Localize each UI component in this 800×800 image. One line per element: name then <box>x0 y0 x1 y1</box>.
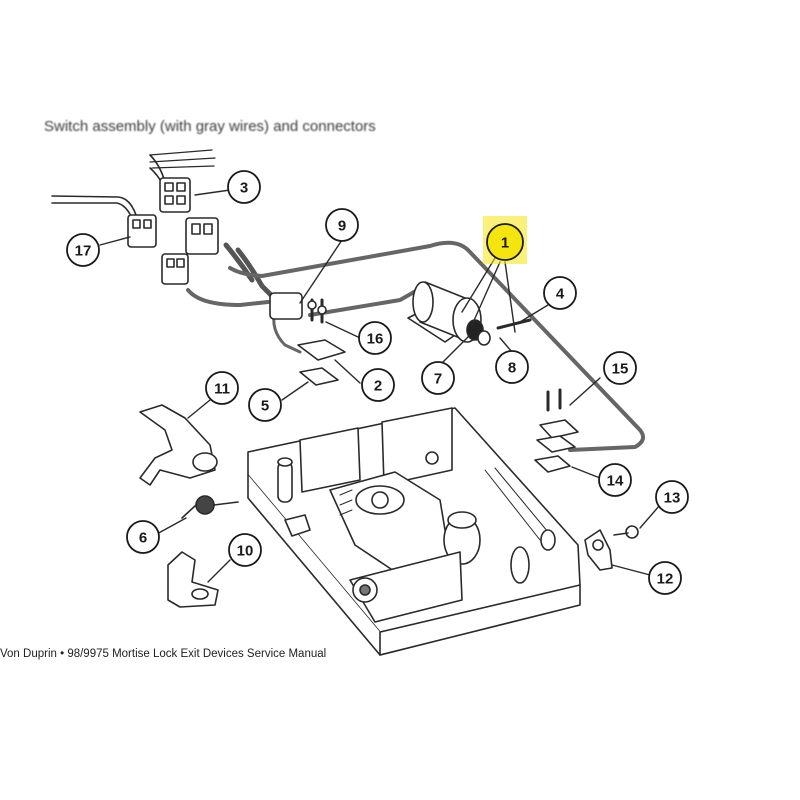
callout-number: 12 <box>657 571 674 588</box>
callout-circle <box>495 350 529 384</box>
connector-3 <box>159 177 191 213</box>
footer-caption: Von Duprin • 98/9975 Mortise Lock Exit D… <box>0 648 327 660</box>
callout-circle <box>598 463 632 497</box>
switch-16-2 <box>297 298 346 361</box>
callout-circle <box>248 388 282 422</box>
callout-circle <box>486 223 524 261</box>
cropped-section-heading: Switch assembly (with gray wires) and co… <box>44 118 376 134</box>
callout-number: 8 <box>508 360 516 377</box>
callout-16: 16 <box>358 321 392 355</box>
callout-circle <box>655 480 689 514</box>
callout-number: 17 <box>75 243 92 260</box>
callout-14: 14 <box>598 463 632 497</box>
callout-number: 13 <box>664 490 681 507</box>
callout-circle <box>421 361 455 395</box>
callout-circle <box>227 170 261 204</box>
callout-circle <box>126 520 160 554</box>
solenoid <box>407 281 532 346</box>
callout-circle <box>543 276 577 310</box>
callout-number: 10 <box>237 543 254 560</box>
hub-10 <box>167 551 219 608</box>
callout-4: 4 <box>543 276 577 310</box>
connector-9 <box>269 292 303 320</box>
callout-circle <box>361 368 395 402</box>
callout-number: 1 <box>501 235 509 252</box>
callout-5: 5 <box>248 388 282 422</box>
plate-5 <box>299 367 339 386</box>
callout-number: 9 <box>338 218 346 235</box>
callout-circle <box>66 233 100 267</box>
callout-number: 5 <box>261 398 269 415</box>
callout-9: 9 <box>325 208 359 242</box>
callout-10: 10 <box>228 533 262 567</box>
lever-11 <box>139 404 218 486</box>
callout-6: 6 <box>126 520 160 554</box>
callout-12: 12 <box>648 561 682 595</box>
lock-body <box>247 407 581 656</box>
callout-number: 11 <box>214 381 230 398</box>
callout-number: 15 <box>612 361 629 378</box>
callout-number: 7 <box>434 371 442 388</box>
callout-number: 14 <box>607 473 624 490</box>
callout-1: 1 <box>483 216 527 264</box>
callout-17: 17 <box>66 233 100 267</box>
callout-number: 4 <box>556 286 565 303</box>
spring-6 <box>181 495 239 519</box>
callout-2: 2 <box>361 368 395 402</box>
callout-circle <box>648 561 682 595</box>
callout-7: 7 <box>421 361 455 395</box>
callout-number: 16 <box>367 331 384 348</box>
callout-15: 15 <box>603 351 637 385</box>
connector-17 <box>127 214 189 285</box>
callout-circle <box>205 371 239 405</box>
callout-circle <box>325 208 359 242</box>
callout-8: 8 <box>495 350 529 384</box>
callout-circle <box>228 533 262 567</box>
callout-number: 3 <box>240 180 248 197</box>
switch-14-15 <box>534 388 579 473</box>
bracket-12 <box>584 529 613 571</box>
callout-number: 2 <box>374 378 382 395</box>
callout-11: 11 <box>205 371 239 405</box>
callout-13: 13 <box>655 480 689 514</box>
callout-circle <box>358 321 392 355</box>
callout-number: 6 <box>139 530 147 547</box>
connector-mate <box>185 217 219 255</box>
callout-circle <box>603 351 637 385</box>
callout-3: 3 <box>227 170 261 204</box>
leader-lines <box>99 189 661 583</box>
screw-13 <box>613 525 639 539</box>
